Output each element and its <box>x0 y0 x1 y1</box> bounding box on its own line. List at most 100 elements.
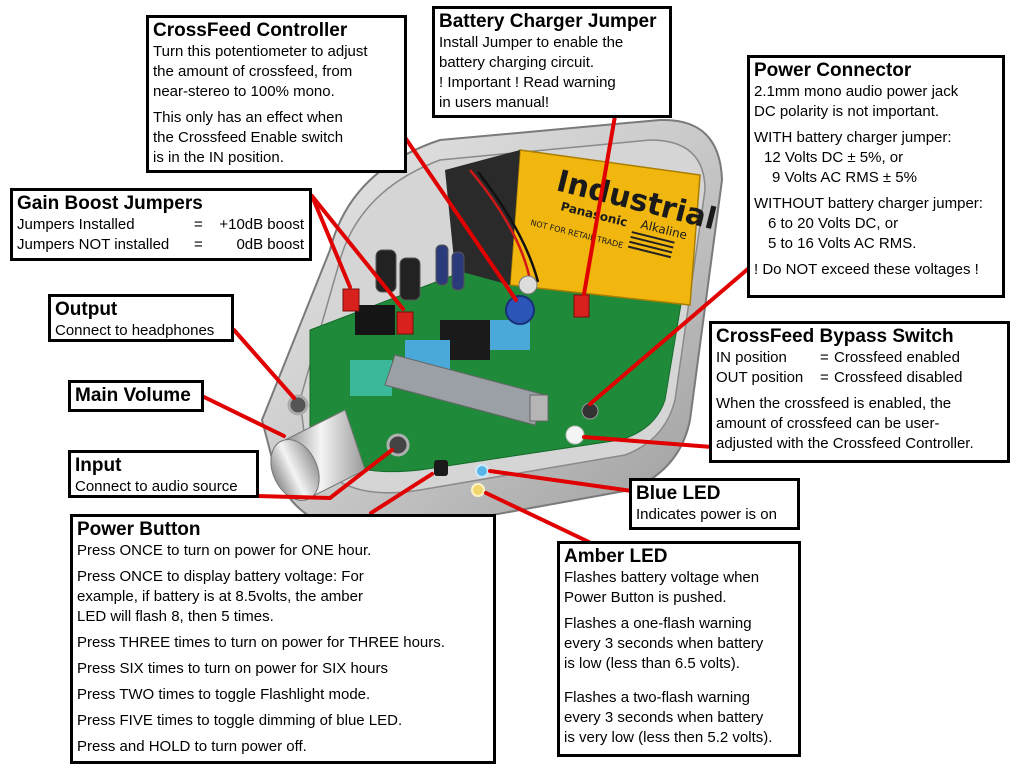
callout-output: Output Connect to headphones <box>48 294 234 342</box>
output-jack <box>287 394 309 416</box>
callout-text: adjusted with the Crossfeed Controller. <box>716 435 974 452</box>
callout-text: Flashes a two-flash warning <box>564 689 750 706</box>
callout-row: Jumpers Installed = +10dB boost <box>17 215 305 235</box>
callout-text: 6 to 20 Volts DC, or <box>768 215 899 232</box>
ic-chip <box>355 305 395 335</box>
callout-text: amount of crossfeed can be user- <box>716 415 940 432</box>
callout-subheader: WITH battery charger jumper: <box>754 129 952 146</box>
row-value: +10dB boost <box>219 216 304 233</box>
callout-text: Press ONCE to turn on power for ONE hour… <box>77 542 372 559</box>
callout-text: Install Jumper to enable the <box>439 34 624 51</box>
row-value: Crossfeed disabled <box>834 369 963 386</box>
callout-text: Press SIX times to turn on power for SIX… <box>77 660 388 677</box>
charger-jumper <box>573 294 590 318</box>
callout-text: Connect to audio source <box>75 478 238 495</box>
callout-title: Output <box>55 299 118 320</box>
callout-text: the Crossfeed Enable switch <box>153 129 344 146</box>
callout-text: example, if battery is at 8.5volts, the … <box>77 588 363 605</box>
screw <box>518 275 538 295</box>
row-eq: = <box>194 216 203 233</box>
power-button <box>434 460 448 476</box>
crossfeed-bypass-button <box>565 425 585 445</box>
callout-battery-charger-jumper: Battery Charger Jumper Install Jumper to… <box>432 6 672 118</box>
callout-text: every 3 seconds when battery <box>564 635 764 652</box>
callout-text: Press THREE times to turn on power for T… <box>77 634 445 651</box>
leader-input-a <box>255 494 332 500</box>
row-value: Crossfeed enabled <box>834 349 960 366</box>
leader-amber-led <box>484 491 591 544</box>
row-eq: = <box>820 369 829 386</box>
leader-power-button <box>369 472 434 515</box>
callout-text: Press and HOLD to turn power off. <box>77 738 307 755</box>
callout-title: Power Button <box>77 519 201 540</box>
callout-title: Input <box>75 455 122 476</box>
leader-input-b <box>328 448 394 500</box>
callout-text: Indicates power is on <box>636 506 777 523</box>
callout-text: 12 Volts DC ± 5%, or <box>764 149 904 166</box>
callout-text: When the crossfeed is enabled, the <box>716 395 952 412</box>
callout-text: This only has an effect when <box>153 109 343 126</box>
row-value: 0dB boost <box>236 236 304 253</box>
callout-text: Turn this potentiometer to adjust <box>153 43 368 60</box>
callout-text: every 3 seconds when battery <box>564 709 764 726</box>
callout-text: is low (less than 6.5 volts). <box>564 655 740 672</box>
callout-title: Battery Charger Jumper <box>439 11 657 32</box>
crossfeed-potentiometer <box>505 295 535 325</box>
callout-text: 9 Volts AC RMS ± 5% <box>772 169 917 186</box>
callout-text: 5 to 16 Volts AC RMS. <box>768 235 917 252</box>
leader-power-connector <box>588 266 751 406</box>
callout-warning: ! Do NOT exceed these voltages ! <box>754 261 979 278</box>
leader-crossfeed-controller <box>402 134 518 302</box>
callout-text: is very low (less then 5.2 volts). <box>564 729 773 746</box>
amber-led <box>471 483 485 497</box>
callout-text: Press FIVE times to toggle dimming of bl… <box>77 712 403 729</box>
callout-text: Connect to headphones <box>55 322 215 339</box>
capacitors <box>375 244 465 301</box>
callout-title: Main Volume <box>75 385 191 406</box>
row-label: Jumpers Installed <box>17 216 135 233</box>
teal-component <box>350 360 392 396</box>
row-label: OUT position <box>716 369 804 386</box>
callout-text: the amount of crossfeed, from <box>153 63 353 80</box>
callout-power-connector: Power Connector 2.1mm mono audio power j… <box>747 55 1005 298</box>
film-capacitor <box>490 320 530 350</box>
callout-blue-led: Blue LED Indicates power is on <box>629 478 800 530</box>
callout-text: 2.1mm mono audio power jack <box>754 83 959 100</box>
callout-text: LED will flash 8, then 5 times. <box>77 608 274 625</box>
callout-title: Gain Boost Jumpers <box>17 193 203 214</box>
gain-jumper-left <box>342 288 360 312</box>
callout-text: ! Important ! Read warning <box>439 74 616 91</box>
bypass-switch-body <box>384 354 549 426</box>
callout-power-button: Power Button Press ONCE to turn on power… <box>70 514 496 764</box>
callout-title: Power Connector <box>754 60 912 81</box>
callout-text: near-stereo to 100% mono. <box>153 83 335 100</box>
callout-text: is in the IN position. <box>153 149 284 166</box>
callout-text: DC polarity is not important. <box>754 103 940 120</box>
callout-text: in users manual! <box>439 94 550 111</box>
row-eq: = <box>820 349 829 366</box>
leader-lines <box>200 114 751 544</box>
callout-text: Flashes a one-flash warning <box>564 615 752 632</box>
callout-main-volume: Main Volume <box>68 380 204 412</box>
callout-title: Blue LED <box>636 483 721 504</box>
callout-row: OUT position = Crossfeed disabled <box>716 368 1003 388</box>
callout-input: Input Connect to audio source <box>68 450 259 498</box>
row-label: Jumpers NOT installed <box>17 236 170 253</box>
leader-blue-led <box>488 469 634 493</box>
callout-row: IN position = Crossfeed enabled <box>716 348 1003 368</box>
volume-knob <box>270 409 366 501</box>
leader-main-volume <box>200 394 286 438</box>
callout-title: Amber LED <box>564 546 668 567</box>
row-label: IN position <box>716 349 787 366</box>
callout-crossfeed-controller: CrossFeed Controller Turn this potentiom… <box>146 15 407 173</box>
callout-text: Power Button is pushed. <box>564 589 727 606</box>
leader-gain-boost-1 <box>310 194 352 289</box>
battery-9v: Industrial Panasonic Alkaline NOT FOR RE… <box>445 149 720 306</box>
callout-subheader: WITHOUT battery charger jumper: <box>754 195 983 212</box>
callout-text: Press ONCE to display battery voltage: F… <box>77 568 364 585</box>
callout-amber-led: Amber LED Flashes battery voltage when P… <box>557 541 801 757</box>
callout-title: CrossFeed Controller <box>153 20 348 41</box>
gain-jumper-right <box>396 311 414 335</box>
callout-text: battery charging circuit. <box>439 54 595 71</box>
